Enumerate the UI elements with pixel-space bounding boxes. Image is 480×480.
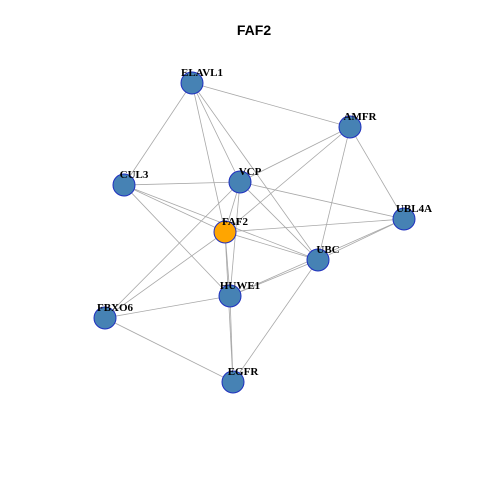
node-label-huwe1: HUWE1	[220, 280, 260, 292]
node-label-ubl4a: UBL4A	[396, 203, 432, 215]
node-label-ubc: UBC	[316, 244, 339, 256]
edge-vcp-ubl4a	[239, 181, 405, 220]
edge-elavl1-amfr	[191, 82, 351, 128]
edge-amfr-faf2	[224, 126, 351, 233]
node-label-faf2: FAF2	[222, 216, 249, 228]
edge-elavl1-cul3	[123, 82, 193, 186]
edge-amfr-ubl4a	[349, 126, 405, 220]
edge-cul3-faf2	[123, 184, 226, 233]
node-label-amfr: AMFR	[344, 111, 378, 123]
node-label-elavl1: ELAVL1	[181, 67, 223, 79]
node-circle-ubl4a	[392, 207, 416, 231]
node-ubc: UBC	[306, 244, 340, 272]
edge-amfr-ubc	[317, 126, 351, 261]
edge-amfr-vcp	[239, 126, 351, 183]
node-elavl1: ELAVL1	[180, 67, 223, 95]
edge-vcp-ubc	[239, 181, 319, 261]
edge-ubc-egfr	[232, 259, 319, 383]
edge-elavl1-vcp	[191, 82, 241, 183]
edge-faf2-fbxo6	[104, 231, 226, 319]
node-circle-huwe1	[218, 284, 242, 308]
edge-huwe1-fbxo6	[104, 295, 231, 319]
node-egfr: EGFR	[221, 366, 260, 394]
edge-huwe1-egfr	[229, 295, 234, 383]
edge-vcp-huwe1	[229, 181, 241, 297]
node-circle-fbxo6	[93, 306, 117, 330]
graph-title: FAF2	[237, 22, 271, 38]
node-circle-faf2	[213, 220, 237, 244]
edge-fbxo6-egfr	[104, 317, 234, 383]
edge-elavl1-ubc	[191, 82, 319, 261]
node-circle-vcp	[228, 170, 252, 194]
edge-ubc-huwe1	[229, 259, 319, 297]
edge-cul3-huwe1	[123, 184, 231, 297]
edge-faf2-ubc	[224, 231, 319, 261]
edge-vcp-fbxo6	[104, 181, 241, 319]
node-circle-cul3	[112, 173, 136, 197]
node-vcp: VCP	[228, 166, 262, 194]
node-faf2: FAF2	[213, 216, 249, 244]
node-huwe1: HUWE1	[218, 280, 260, 308]
node-amfr: AMFR	[338, 111, 378, 139]
node-label-cul3: CUL3	[120, 169, 149, 181]
node-circle-egfr	[221, 370, 245, 394]
edge-faf2-ubl4a	[224, 218, 405, 233]
node-label-fbxo6: FBXO6	[97, 302, 134, 314]
node-circle-elavl1	[180, 71, 204, 95]
node-circle-amfr	[338, 115, 362, 139]
node-circle-ubc	[306, 248, 330, 272]
edge-ubl4a-ubc	[317, 218, 405, 261]
edge-elavl1-faf2	[191, 82, 226, 233]
edge-cul3-vcp	[123, 181, 241, 186]
node-label-vcp: VCP	[239, 166, 262, 178]
node-fbxo6: FBXO6	[93, 302, 134, 330]
node-label-egfr: EGFR	[228, 366, 260, 378]
node-ubl4a: UBL4A	[392, 203, 432, 231]
node-cul3: CUL3	[112, 169, 149, 197]
